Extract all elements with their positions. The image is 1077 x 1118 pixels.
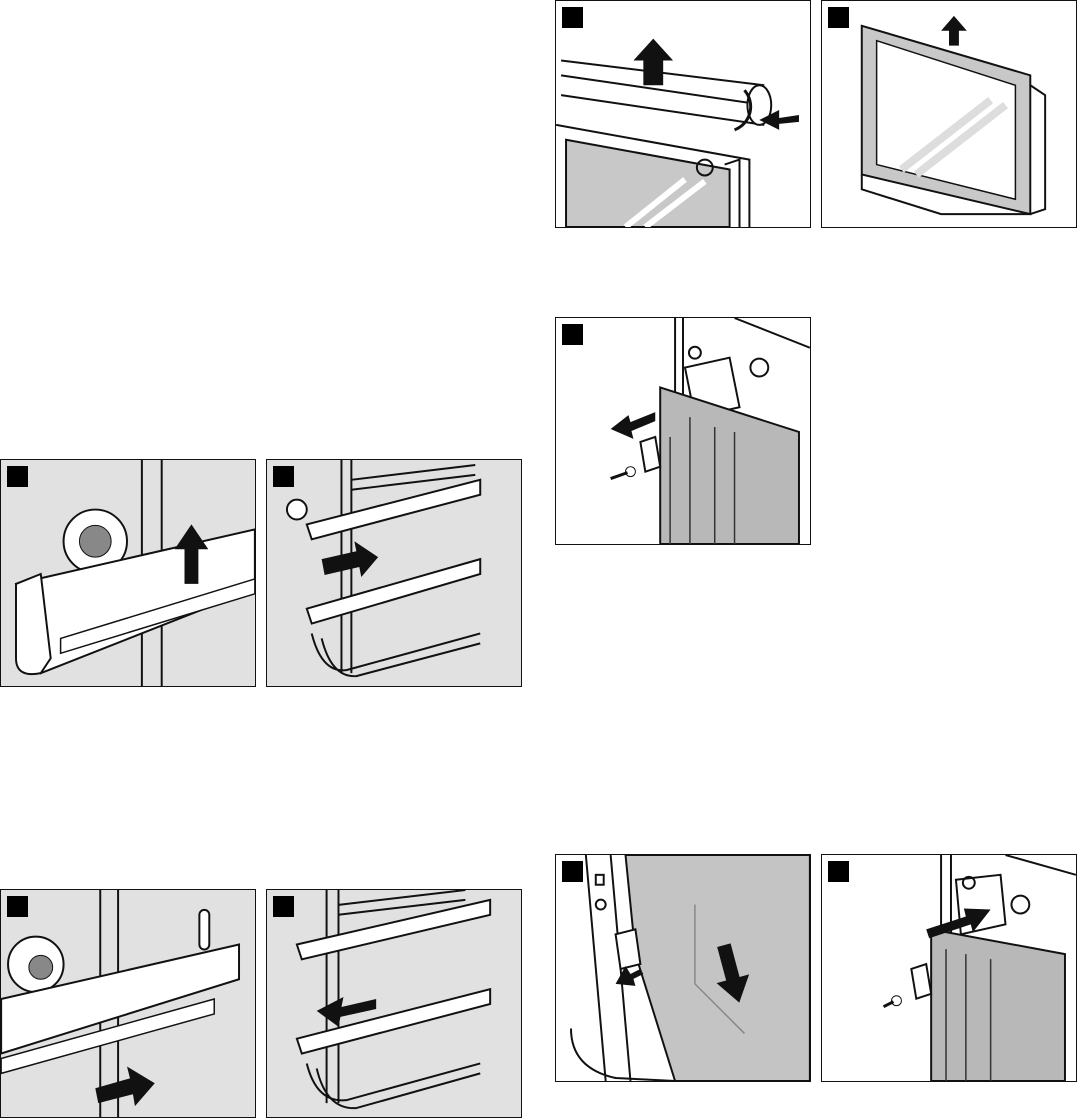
door-glass-lift-out-illustration <box>860 15 1047 216</box>
figure-door-glass-insert <box>555 854 811 1082</box>
figure-rail-slide-in <box>0 889 256 1118</box>
shelf-rail-slide-back-illustration <box>295 890 492 1110</box>
figure-rail-lift <box>0 459 256 687</box>
door-glass-insert-illustration <box>570 855 810 1081</box>
step-marker <box>828 7 849 28</box>
hinge-clip-unscrew-illustration <box>610 318 810 544</box>
shelf-rail-slide-out-illustration <box>285 460 482 678</box>
step-marker <box>562 7 583 28</box>
step-marker <box>562 861 583 882</box>
step-marker <box>7 466 28 487</box>
figure-shelf-rail-out <box>266 459 522 687</box>
step-marker <box>273 896 294 917</box>
step-marker <box>562 324 583 345</box>
figure-door-trim <box>555 0 811 228</box>
door-trim-remove-illustration <box>556 38 799 227</box>
rail-slide-in-illustration <box>1 890 241 1117</box>
step-marker <box>828 861 849 882</box>
figure-hinge-clip-refit <box>821 854 1077 1082</box>
hinge-clip-refit-illustration <box>882 855 1076 1081</box>
step-marker <box>7 896 28 917</box>
figure-door-glass-lift <box>821 0 1077 228</box>
figure-shelf-rail-back <box>266 889 522 1118</box>
step-marker <box>273 466 294 487</box>
figure-hinge-clip-unscrew <box>555 317 811 545</box>
rail-lift-up-illustration <box>14 460 255 686</box>
